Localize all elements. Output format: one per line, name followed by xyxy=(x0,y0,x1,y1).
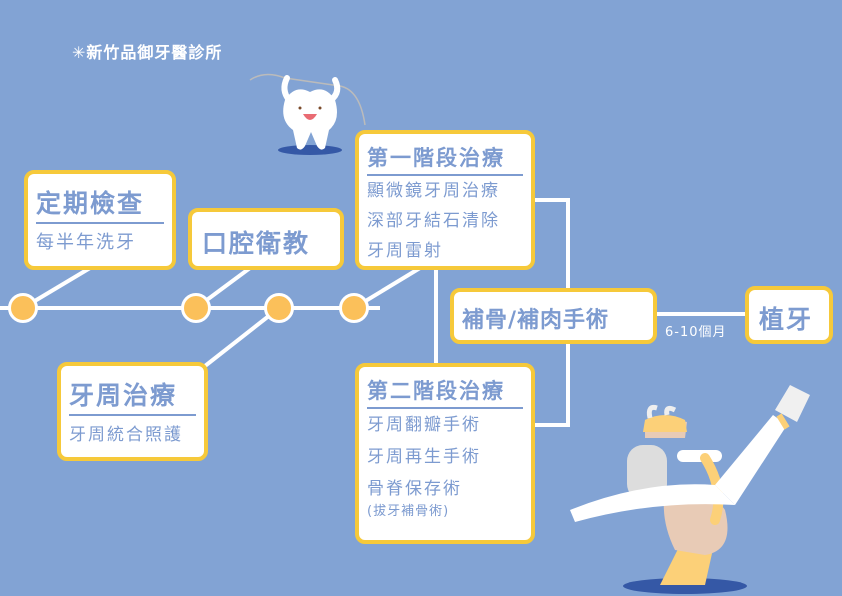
divider xyxy=(367,174,523,176)
duration-label: 6-10個月 xyxy=(665,325,727,340)
timeline-dot-3 xyxy=(264,293,294,323)
stage2-title: 第二階段治療 xyxy=(367,379,505,403)
implant-box: 植牙 xyxy=(745,286,833,344)
stage2-item: 牙周翻瓣手術 xyxy=(367,415,481,435)
divider xyxy=(69,414,196,416)
stage1-item: 顯微鏡牙周治療 xyxy=(367,181,500,201)
regular-checkup-title: 定期檢查 xyxy=(36,189,145,218)
periodontal-treatment-box: 牙周治療 牙周統合照護 xyxy=(57,362,208,461)
periodontal-treatment-title: 牙周治療 xyxy=(69,381,178,410)
periodontal-treatment-item: 牙周統合照護 xyxy=(69,425,183,445)
stage2-treatment-box: 第二階段治療 牙周翻瓣手術 牙周再生手術 骨脊保存術 (拔牙補骨術) xyxy=(355,363,535,544)
oral-education-title: 口腔衛教 xyxy=(202,229,311,258)
stage1-item: 牙周雷射 xyxy=(367,241,443,261)
divider xyxy=(367,407,523,409)
regular-checkup-box: 定期檢查 每半年洗牙 xyxy=(24,170,176,270)
stage1-treatment-box: 第一階段治療 顯微鏡牙周治療 深部牙結石清除 牙周雷射 xyxy=(355,130,535,270)
stage1-title: 第一階段治療 xyxy=(367,146,505,170)
tooth-mascot-icon xyxy=(249,73,366,155)
regular-checkup-item: 每半年洗牙 xyxy=(36,232,136,253)
stage2-item: 骨脊保存術 xyxy=(367,479,462,499)
timeline-dot-1 xyxy=(8,293,38,323)
divider xyxy=(36,222,164,224)
stage2-item: 牙周再生手術 xyxy=(367,447,481,467)
timeline-dot-4 xyxy=(339,293,369,323)
bone-graft-box: 補骨/補肉手術 xyxy=(450,288,657,344)
oral-education-box: 口腔衛教 xyxy=(188,208,344,270)
stage1-item: 深部牙結石清除 xyxy=(367,211,500,231)
timeline-dot-2 xyxy=(181,293,211,323)
bone-graft-title: 補骨/補肉手術 xyxy=(462,308,610,333)
dental-chair-illustration-icon xyxy=(570,385,810,594)
implant-title: 植牙 xyxy=(759,305,814,334)
clinic-logo-text: ✳新竹品御牙醫診所 xyxy=(72,43,223,62)
stage2-note: (拔牙補骨術) xyxy=(367,504,450,519)
